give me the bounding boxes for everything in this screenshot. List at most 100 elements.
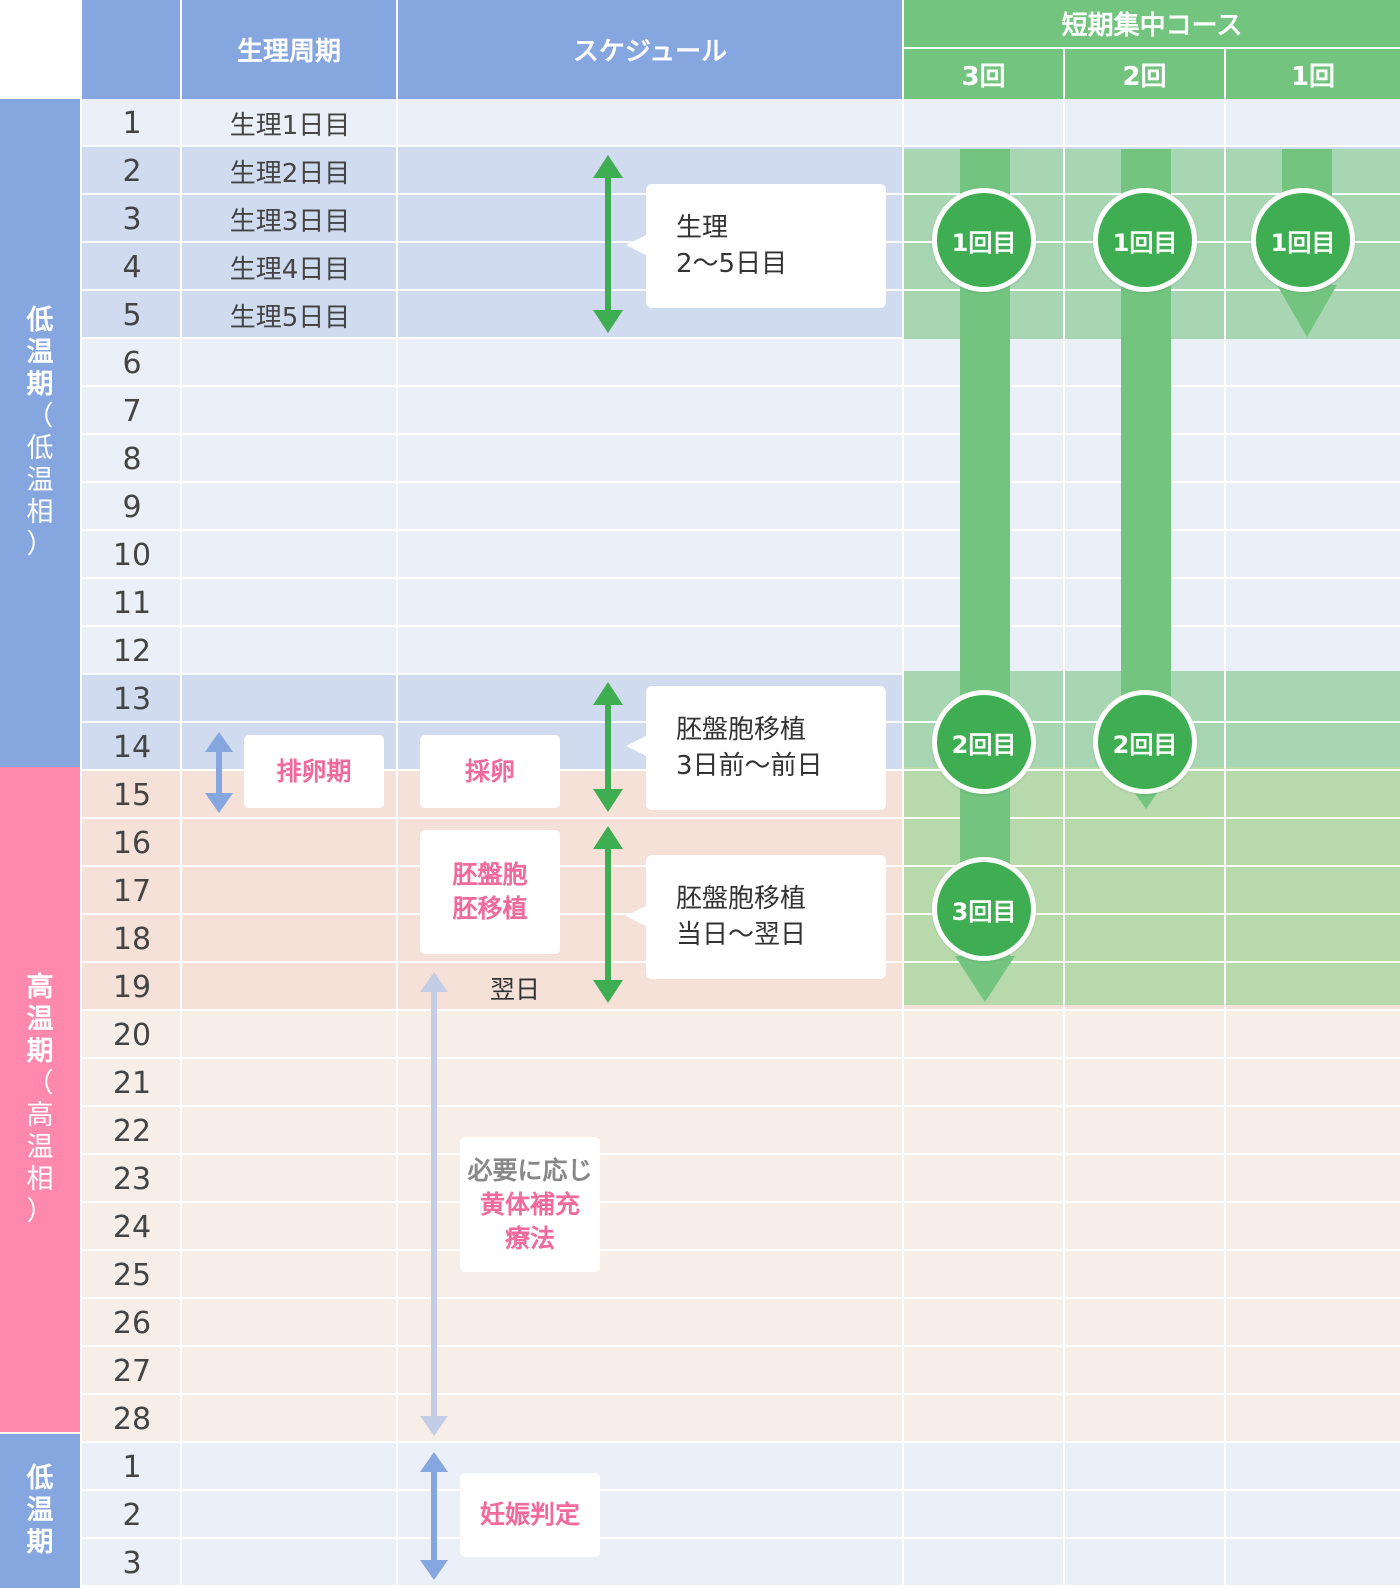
arrow-pre-transfer	[593, 682, 623, 812]
day-number: 3	[122, 1545, 142, 1581]
arrow-luteal	[420, 972, 448, 1436]
course-3-arrowhead	[955, 956, 1015, 1002]
day-number: 14	[112, 729, 152, 765]
course-1-arrowhead	[1277, 285, 1337, 337]
event-egg-retrieval: 採卵	[420, 735, 560, 808]
header-course-2: 2回	[1065, 49, 1224, 99]
day-number: 27	[112, 1353, 152, 1389]
phase-high: 高温期 （高温相）	[0, 767, 80, 1432]
arrow-transfer-day	[593, 826, 623, 1003]
table-row	[82, 1395, 1400, 1443]
day-number: 22	[112, 1113, 152, 1149]
day-number: 1	[122, 1449, 142, 1485]
day-number: 28	[112, 1401, 152, 1437]
callout-transfer-day: 胚盤胞移植当日～翌日	[646, 855, 886, 979]
table-row	[82, 387, 1400, 435]
day-number: 19	[112, 969, 152, 1005]
day-number: 13	[112, 681, 152, 717]
day-number: 10	[112, 537, 152, 573]
table-row	[82, 1443, 1400, 1491]
day-number: 1	[122, 105, 142, 141]
visit-circle-2course-2: 2回目	[1093, 690, 1197, 794]
visit-circle-3course-2: 2回目	[932, 690, 1036, 794]
event-transfer: 胚盤胞胚移植	[420, 830, 560, 954]
day-number: 26	[112, 1305, 152, 1341]
course-row-line	[904, 817, 1400, 819]
table-row	[82, 1491, 1400, 1539]
cycle-label: 生理2日目	[229, 158, 351, 189]
event-pregnancy: 妊娠判定	[460, 1473, 600, 1557]
day-number: 15	[112, 777, 152, 813]
header-cycle: 生理周期	[182, 0, 396, 99]
day-number: 16	[112, 825, 152, 861]
course-2-arrowhead	[1132, 789, 1160, 809]
cycle-label: 生理5日目	[229, 302, 351, 333]
table-row	[82, 1347, 1400, 1395]
day-number: 9	[122, 489, 142, 525]
day-number: 17	[112, 873, 152, 909]
divider-cycle	[396, 0, 398, 1588]
day-number: 6	[122, 345, 142, 381]
day-number: 3	[122, 201, 142, 237]
table-row	[82, 339, 1400, 387]
callout-pointer-pre	[626, 735, 648, 757]
table-row	[82, 1539, 1400, 1587]
event-luteal: 必要に応じ黄体補充療法	[460, 1137, 600, 1272]
day-number: 23	[112, 1161, 152, 1197]
day-number: 4	[122, 249, 142, 285]
callout-pointer-period	[626, 234, 648, 256]
arrow-pregnancy	[420, 1452, 448, 1580]
header-schedule: スケジュール	[398, 0, 902, 99]
day-number: 25	[112, 1257, 152, 1293]
day-number: 18	[112, 921, 152, 957]
table-row	[82, 1251, 1400, 1299]
arrow-ovulation	[205, 732, 233, 813]
table-row	[82, 579, 1400, 627]
table-row	[82, 1155, 1400, 1203]
day-number: 2	[122, 1497, 142, 1533]
table-row	[82, 1107, 1400, 1155]
day-number: 2	[122, 153, 142, 189]
table-row	[82, 1299, 1400, 1347]
table-row	[82, 1203, 1400, 1251]
table-row	[82, 483, 1400, 531]
callout-pointer-transfer	[626, 905, 648, 927]
visit-circle-3course-3: 3回目	[932, 857, 1036, 961]
table-row	[82, 1011, 1400, 1059]
divider-header-course	[904, 47, 1400, 49]
cycle-label: 生理1日目	[229, 110, 351, 141]
table-row	[82, 627, 1400, 675]
table-row	[82, 99, 1400, 147]
phase-low-2: 低温期	[0, 1434, 80, 1588]
course-row-line	[904, 865, 1400, 867]
cycle-label: 生理3日目	[229, 206, 351, 237]
header-course-1: 1回	[1226, 49, 1400, 99]
day-number: 7	[122, 393, 142, 429]
day-number: 5	[122, 297, 142, 333]
event-ovulation: 排卵期	[244, 735, 384, 808]
course-row-line	[904, 961, 1400, 963]
event-next-day: 翌日	[490, 975, 541, 1004]
header-course: 短期集中コース	[904, 0, 1400, 47]
day-number: 24	[112, 1209, 152, 1245]
day-number: 12	[112, 633, 152, 669]
table-row	[82, 1059, 1400, 1107]
cycle-label: 生理4日目	[229, 254, 351, 285]
day-number: 20	[112, 1017, 152, 1053]
divider-schedule	[902, 0, 904, 1588]
arrow-period	[593, 155, 623, 333]
visit-circle-1course-1: 1回目	[1251, 188, 1355, 292]
day-number: 8	[122, 441, 142, 477]
table-row	[82, 531, 1400, 579]
divider-day	[180, 0, 182, 1588]
table-row	[82, 435, 1400, 483]
phase-low-1: 低温期 （低温相）	[0, 99, 80, 767]
day-number: 21	[112, 1065, 152, 1101]
course-row-line	[904, 913, 1400, 915]
day-number: 11	[112, 585, 152, 621]
visit-circle-2course-1: 1回目	[1093, 188, 1197, 292]
visit-circle-3course-1: 1回目	[932, 188, 1036, 292]
